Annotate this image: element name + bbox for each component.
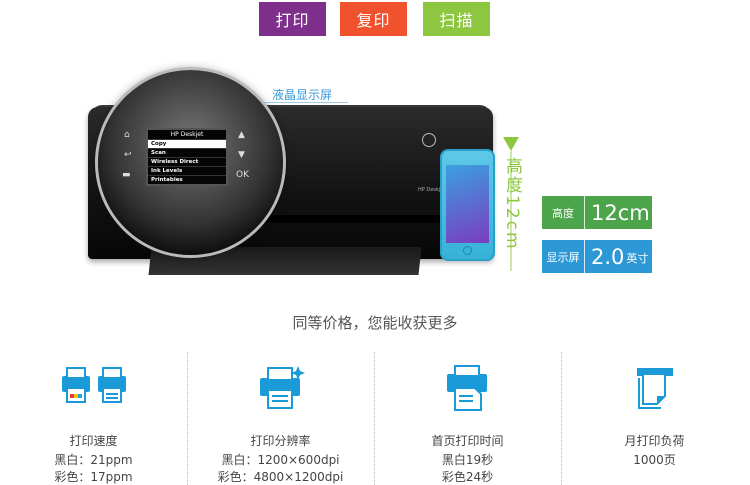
- phone-screen: [446, 165, 489, 243]
- lcd-label: 液晶显示屏: [272, 88, 333, 102]
- printer-brand: HP Deskjet: [418, 187, 446, 193]
- lcd-magnifier: ⌂ ↩ ▬ ▲ ▼ OK HP Deskjet Copy Scan Wirele…: [98, 70, 283, 255]
- down-icon: ▼: [238, 150, 245, 160]
- screen-item: Printables: [148, 175, 226, 184]
- feature-detail: 彩色24秒: [441, 470, 494, 484]
- height-line: [510, 151, 512, 271]
- feature-detail: 黑白：1200×600dpi: [221, 453, 340, 467]
- up-icon: ▲: [238, 130, 245, 140]
- feature-title: 打印速度: [69, 434, 118, 448]
- lcd-screen: HP Deskjet Copy Scan Wireless Direct Ink…: [146, 128, 228, 186]
- lcd-pointer-line: [248, 102, 348, 103]
- monthly-duty-icon: [636, 368, 673, 409]
- feature-title: 首页打印时间: [431, 434, 504, 448]
- slogan: 同等价格，您能收获更多: [292, 314, 458, 332]
- feature-title: 月打印负荷: [624, 434, 685, 448]
- spec-height-label: 高度: [542, 196, 584, 229]
- screen-title: HP Deskjet: [170, 131, 204, 138]
- spec-display-value: 2.0 英寸: [584, 240, 652, 273]
- spec-display-badge: 显示屏 2.0 英寸: [542, 240, 652, 273]
- screen-item: Scan: [148, 148, 226, 157]
- home-icon: ⌂: [124, 130, 130, 140]
- print-speed-icon: [61, 367, 126, 403]
- print-resolution-icon: [259, 366, 305, 409]
- feature-detail: 彩色：17ppm: [54, 470, 133, 484]
- feature-detail: 黑白19秒: [441, 453, 494, 467]
- tab-scan[interactable]: 扫描: [423, 2, 490, 36]
- ok-button-label: OK: [236, 170, 249, 180]
- spec-height-value: 12cm: [584, 196, 652, 229]
- first-page-time-icon: [446, 365, 487, 411]
- features-row: 打印速度 黑白：21ppm 彩色：17ppm 打印分辨率 黑白：1200×600…: [0, 352, 750, 485]
- feature-title: 打印分辨率: [250, 434, 311, 448]
- feature-detail: 彩色：4800×1200dpi: [217, 470, 344, 484]
- screen-item: Wireless Direct: [148, 157, 226, 166]
- feature-print-resolution: 打印分辨率 黑白：1200×600dpi 彩色：4800×1200dpi: [187, 352, 374, 485]
- feature-print-speed: 打印速度 黑白：21ppm 彩色：17ppm: [0, 352, 187, 485]
- phone-image: [440, 149, 495, 261]
- hero-section: HP Deskjet 液晶显示屏 ⌂ ↩ ▬ ▲ ▼ OK HP Deskjet…: [0, 55, 750, 315]
- spec-display-number: 2.0: [591, 244, 625, 269]
- feature-monthly-duty: 月打印负荷 1000页: [561, 352, 748, 485]
- hp-logo-icon: [422, 133, 436, 147]
- spec-display-label: 显示屏: [542, 240, 584, 273]
- tab-copy[interactable]: 复印: [340, 2, 407, 36]
- screen-item: Ink Levels: [148, 166, 226, 175]
- back-icon: ↩: [124, 150, 132, 160]
- spec-display-unit: 英寸: [626, 252, 649, 265]
- menu-icon: ▬: [122, 170, 131, 180]
- arrow-down-icon: [503, 137, 519, 151]
- feature-first-page-time: 首页打印时间 黑白19秒 彩色24秒: [374, 352, 561, 485]
- screen-item: Copy: [148, 139, 226, 148]
- feature-detail: 黑白：21ppm: [54, 453, 133, 467]
- tab-print[interactable]: 打印: [259, 2, 326, 36]
- spec-height-badge: 高度 12cm: [542, 196, 652, 229]
- phone-home-icon: [463, 246, 472, 255]
- height-annotation: 高度12cm: [502, 157, 522, 251]
- feature-detail: 1000页: [633, 453, 676, 467]
- printer-slot: [150, 215, 450, 223]
